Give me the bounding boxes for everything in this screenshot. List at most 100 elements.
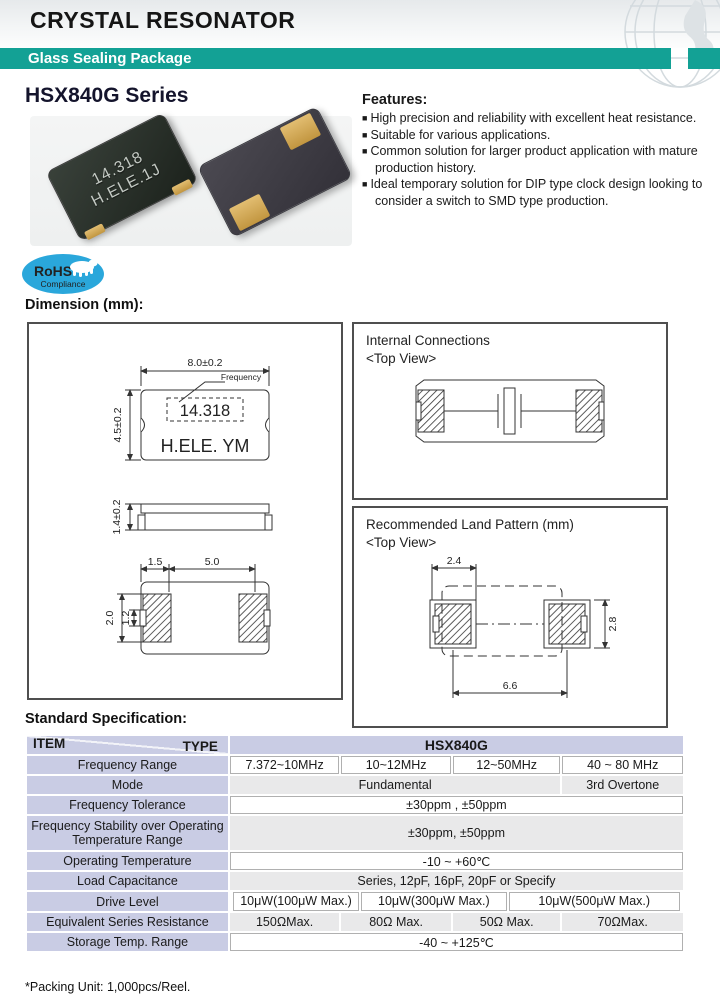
crystal-symbol — [444, 387, 576, 435]
internal-connections-box: Internal Connections <Top View> — [352, 322, 668, 500]
pad-height-dim: 2.0 — [104, 611, 116, 626]
internal-connections-drawing — [415, 379, 605, 443]
feature-item: ■Suitable for various applications. — [362, 127, 714, 144]
spec-value-cell: 50Ω Max. — [452, 913, 561, 931]
item-label: ITEM — [33, 736, 66, 751]
type-item-corner-cell: TYPE ITEM — [27, 736, 228, 754]
rohs-text: RoHS — [34, 263, 72, 279]
feature-item: ■Ideal temporary solution for DIP type c… — [362, 176, 714, 209]
spec-row: Frequency Stability over Operating Tempe… — [27, 816, 683, 850]
land-pattern-box: Recommended Land Pattern (mm) <Top View>… — [352, 506, 668, 728]
spec-value-cell: ±30ppm, ±50ppm — [229, 816, 683, 850]
spec-header-row: TYPE ITEM HSX840G — [27, 736, 683, 754]
spec-value-cell: 70ΩMax. — [562, 913, 683, 931]
series-title: HSX840G Series — [25, 84, 189, 107]
side-view-drawing — [125, 503, 273, 531]
spec-value-cell: 40 ~ 80 MHz — [562, 756, 683, 774]
crystal-back-photo — [197, 105, 353, 239]
package-type-label: Glass Sealing Package — [28, 50, 192, 67]
pad-pitch-dim: 5.0 — [205, 556, 220, 568]
spec-item-cell: Operating Temperature — [27, 852, 228, 870]
spec-custom-row: 10μW(100μW Max.)10μW(300μW Max.)10μW(500… — [232, 892, 680, 911]
feature-item: ■High precision and reliability with exc… — [362, 110, 714, 127]
land-pattern-title: Recommended Land Pattern (mm) <Top View> — [354, 508, 666, 551]
box-title-line2: <Top View> — [366, 350, 437, 366]
spec-value-cell: 12~50MHz — [452, 756, 561, 774]
land-span-dim: 6.6 — [503, 680, 518, 692]
spec-custom-cells: 10μW(100μW Max.)10μW(300μW Max.)10μW(500… — [230, 892, 683, 911]
marking-code-label: H.ELE. YM — [161, 436, 250, 456]
box-title-line1: Internal Connections — [366, 333, 490, 348]
pad-notch-dim: 1.2 — [120, 611, 132, 626]
package-type-bar-fragment — [688, 48, 720, 69]
spec-item-cell: Drive Level — [27, 892, 228, 911]
product-photos: 14.318 H.ELE.1J — [30, 105, 353, 246]
crystal-marking: 14.318 H.ELE.1J — [80, 143, 165, 211]
spec-value-cell: Series, 12pF, 16pF, 20pF or Specify — [229, 872, 683, 890]
spec-row: Storage Temp. Range-40 ~ +125℃ — [27, 933, 683, 951]
solder-pad — [279, 112, 322, 151]
spec-row: Operating Temperature-10 ~ +60℃ — [27, 852, 683, 870]
rohs-compliance-text: Compliance — [41, 279, 86, 289]
land-pattern-drawing: 2.4 2.8 6.6 — [429, 555, 619, 698]
marking-frequency-label: 14.318 — [180, 402, 230, 420]
spec-value-cell: 150ΩMax. — [229, 913, 340, 931]
spec-item-cell: Load Capacitance — [27, 872, 228, 890]
rohs-compliance-logo: RoHS Compliance — [22, 254, 104, 294]
page-title: CRYSTAL RESONATOR — [30, 7, 296, 33]
spec-item-cell: Equivalent Series Resistance — [27, 913, 228, 931]
spec-item-cell: Frequency Stability over Operating Tempe… — [27, 816, 228, 850]
bullet-icon: ■ — [362, 113, 368, 123]
top-width-dim: 8.0±0.2 — [188, 357, 223, 369]
bullet-icon: ■ — [362, 129, 368, 140]
spec-item-cell: Storage Temp. Range — [27, 933, 228, 951]
dimension-heading: Dimension (mm): — [25, 297, 144, 313]
bullet-icon: ■ — [362, 146, 368, 156]
box-title-line2: <Top View> — [366, 534, 437, 550]
spec-value-cell: 10μW(500μW Max.) — [508, 892, 680, 911]
spec-value-cell: Fundamental — [229, 776, 561, 794]
header-band — [0, 0, 720, 48]
bullet-icon: ■ — [362, 179, 368, 189]
packing-note: *Packing Unit: 1,000pcs/Reel. — [25, 980, 191, 994]
top-height-dim: 4.5±0.2 — [112, 407, 124, 442]
feature-text: High precision and reliability with exce… — [370, 111, 697, 125]
box-title-line1: Recommended Land Pattern (mm) — [366, 517, 574, 532]
crystal-front-photo: 14.318 H.ELE.1J — [45, 112, 199, 242]
spec-value-cell: 80Ω Max. — [341, 913, 451, 931]
spec-value-cell: 7.372~10MHz — [229, 756, 340, 774]
land-pad-width-dim: 2.4 — [447, 555, 462, 567]
spec-item-cell: Mode — [27, 776, 228, 794]
bottom-view-drawing — [117, 564, 271, 655]
spec-item-cell: Frequency Tolerance — [27, 796, 228, 814]
dimension-drawing: 8.0±0.2 Frequency 14.318 H.ELE. YM 4.5±0… — [104, 357, 273, 655]
spec-value-cell: -40 ~ +125℃ — [229, 933, 683, 951]
polar-bear-icon — [70, 259, 98, 277]
spec-value-cell: 10μW(100μW Max.) — [232, 892, 360, 911]
spec-value-cell: 10μW(300μW Max.) — [361, 892, 507, 911]
right-electrode-pad — [575, 389, 603, 433]
spec-value-cell: ±30ppm , ±50ppm — [229, 796, 683, 814]
spec-row: Frequency Tolerance±30ppm , ±50ppm — [27, 796, 683, 814]
internal-connections-title: Internal Connections <Top View> — [354, 324, 666, 367]
spec-value-cell: -10 ~ +60℃ — [229, 852, 683, 870]
features-heading: Features: — [362, 92, 428, 108]
package-type-bar: Glass Sealing Package — [0, 48, 671, 69]
spec-heading: Standard Specification: — [25, 711, 187, 727]
series-type-header: HSX840G — [229, 736, 683, 754]
features-section: Features: ■High precision and reliabilit… — [362, 92, 714, 209]
frequency-pointer-label: Frequency — [221, 372, 262, 382]
side-thickness-dim: 1.4±0.2 — [111, 499, 123, 534]
left-electrode-pad — [417, 389, 445, 433]
feature-text: Common solution for larger product appli… — [370, 144, 698, 175]
spec-value-cell: 10~12MHz — [341, 756, 451, 774]
dimension-drawing-box: 8.0±0.2 Frequency 14.318 H.ELE. YM 4.5±0… — [27, 322, 343, 700]
type-label: TYPE — [182, 739, 218, 754]
solder-pad — [83, 223, 106, 241]
